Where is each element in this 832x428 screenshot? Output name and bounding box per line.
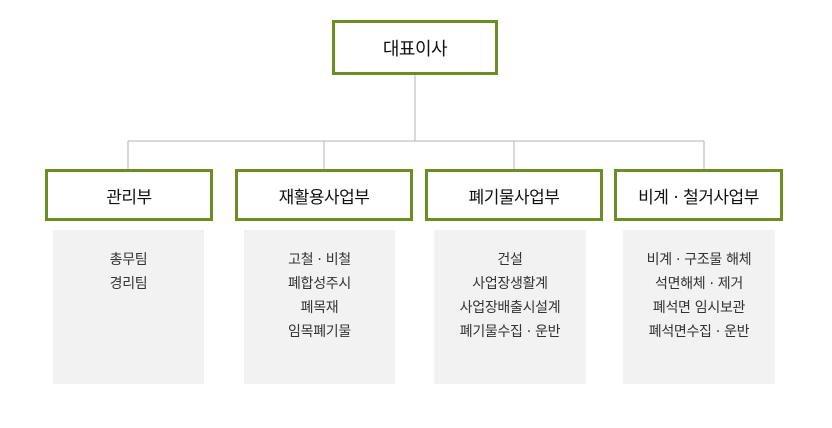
list-item: 폐기물수집 · 운반 [459,324,561,340]
list-item: 건설 [497,252,523,268]
root-node-label: 대표이사 [382,38,448,60]
dept-label: 폐기물사업부 [468,187,560,208]
list-item: 총무팀 [109,252,148,268]
list-item: 폐석면 임시보관 [652,300,746,316]
dept-detail-waste: 건설 사업장생활계 사업장배출시설계 폐기물수집 · 운반 [434,230,586,384]
dept-node-waste: 폐기물사업부 [425,169,603,221]
dept-detail-recycling: 고철 · 비철 폐합성주시 폐목재 임목폐기물 [244,230,395,384]
list-item: 사업장배출시설계 [459,300,561,316]
dept-node-management: 관리부 [45,169,213,221]
list-item: 폐석면수집 · 운반 [648,324,750,340]
dept-label: 비계 · 철거사업부 [638,187,759,208]
dept-detail-scaffold-demolition: 비계 · 구조물 해체 석면해체 · 제거 폐석면 임시보관 폐석면수집 · 운… [623,230,775,384]
dept-node-recycling: 재활용사업부 [235,169,413,221]
dept-detail-management: 총무팀 경리팀 [53,230,204,384]
list-item: 폐목재 [300,300,339,316]
dept-label: 재활용사업부 [278,187,370,208]
dept-node-scaffold-demolition: 비계 · 철거사업부 [614,169,783,221]
list-item: 고철 · 비철 [288,252,351,268]
list-item: 폐합성주시 [288,276,351,292]
dept-label: 관리부 [106,187,152,208]
list-item: 비계 · 구조물 해체 [646,252,752,268]
list-item: 경리팀 [109,276,148,292]
list-item: 석면해체 · 제거 [655,276,743,292]
list-item: 사업장생활계 [472,276,548,292]
root-node-ceo: 대표이사 [332,20,498,75]
list-item: 임목폐기물 [288,324,351,340]
